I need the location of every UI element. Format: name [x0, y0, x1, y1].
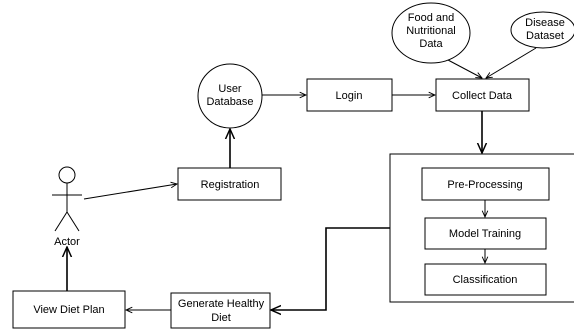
disease-dataset-node: Disease Dataset	[510, 11, 574, 49]
pre-processing-label: Pre-Processing	[447, 179, 522, 191]
arrow-food-to-collect	[447, 59, 482, 78]
classification-node: Classification	[424, 263, 547, 296]
food-data-label-line1: Food and	[408, 12, 454, 24]
login-node: Login	[306, 78, 393, 112]
model-training-label: Model Training	[449, 228, 521, 240]
actor-label: Actor	[54, 236, 80, 248]
actor-figure: Actor	[52, 166, 82, 248]
food-data-label-line2: Nutritional	[406, 25, 456, 37]
arrow-disease-to-collect	[486, 47, 537, 78]
classification-label: Classification	[453, 274, 518, 286]
collect-data-label: Collect Data	[452, 90, 513, 102]
arrow-actor-to-registration	[83, 184, 177, 200]
generate-diet-label-line2: Diet	[211, 312, 231, 324]
registration-label: Registration	[201, 179, 260, 191]
user-database-node: User Database	[197, 63, 263, 129]
view-diet-plan-node: View Diet Plan	[12, 290, 126, 329]
user-database-label-line2: Database	[206, 96, 253, 108]
food-nutritional-data-node: Food and Nutritional Data	[391, 2, 471, 64]
login-label: Login	[336, 90, 363, 102]
registration-node: Registration	[177, 167, 282, 201]
disease-dataset-label-line2: Dataset	[526, 30, 564, 42]
food-data-label-line3: Data	[419, 38, 443, 50]
disease-dataset-label-line1: Disease	[525, 17, 565, 29]
view-diet-plan-label: View Diet Plan	[33, 304, 104, 316]
model-training-node: Model Training	[424, 217, 547, 250]
arrow-processing-to-generate	[271, 227, 390, 310]
pre-processing-node: Pre-Processing	[421, 167, 550, 201]
generate-diet-label-line1: Generate Healthy	[178, 298, 265, 310]
collect-data-node: Collect Data	[435, 78, 530, 112]
generate-healthy-diet-node: Generate Healthy Diet	[170, 292, 271, 329]
user-database-label-line1: User	[218, 83, 242, 95]
